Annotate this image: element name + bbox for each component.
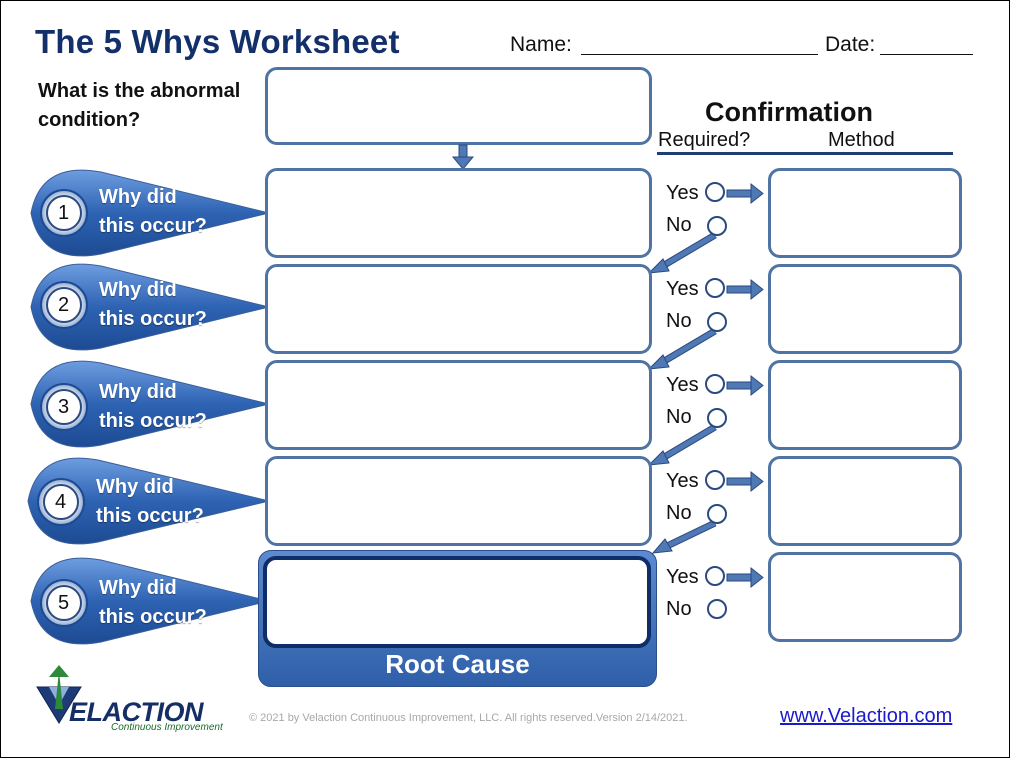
- why-tag-4: [27, 457, 270, 545]
- abnormal-condition-box[interactable]: [265, 67, 652, 145]
- no-radio-1[interactable]: [707, 216, 727, 236]
- method-box-4[interactable]: [768, 456, 962, 546]
- no-label-5: No: [666, 598, 692, 620]
- method-label: Method: [828, 129, 895, 151]
- root-cause-label: Root Cause: [385, 649, 530, 679]
- yes-arrow-icon-1: [726, 182, 764, 205]
- page-title: The 5 Whys Worksheet: [35, 23, 400, 60]
- why-tag-1: [30, 169, 270, 257]
- why-tag-2: [30, 263, 270, 351]
- why-answer-box-1[interactable]: [265, 168, 652, 258]
- no-label-4: No: [666, 502, 692, 524]
- yes-radio-1[interactable]: [705, 182, 725, 202]
- why-number-5: 5: [58, 592, 70, 614]
- number-ring-2: [40, 281, 88, 329]
- yes-arrow-icon-4: [726, 470, 764, 493]
- no-arrow-icon-1: [647, 231, 717, 274]
- yes-arrow-icon-5: [726, 566, 764, 589]
- yes-radio-5[interactable]: [705, 566, 725, 586]
- yes-label-5: Yes: [666, 566, 699, 588]
- why-number-2: 2: [58, 294, 70, 316]
- why-tag-3: [30, 360, 270, 448]
- velaction-logo-icon: [36, 665, 82, 724]
- number-ring-3: [40, 383, 88, 431]
- no-arrow-icon-2: [647, 327, 717, 370]
- method-box-3[interactable]: [768, 360, 962, 450]
- date-field[interactable]: [880, 53, 973, 55]
- why-number-4: 4: [55, 491, 67, 513]
- number-ring-5: [40, 579, 88, 627]
- copyright-notice: © 2021 by Velaction Continuous Improveme…: [249, 712, 688, 724]
- why-number-1: 1: [58, 202, 70, 224]
- why-tag-5: [30, 557, 270, 645]
- yes-label-2: Yes: [666, 278, 699, 300]
- name-label: Name:: [510, 33, 572, 56]
- number-ring-4: [37, 478, 85, 526]
- yes-arrow-icon-2: [726, 278, 764, 301]
- velaction-logo-tagline: Continuous Improvement: [111, 722, 223, 733]
- why-number-3: 3: [58, 396, 70, 418]
- no-arrow-icon-3: [647, 423, 717, 466]
- method-box-5[interactable]: [768, 552, 962, 642]
- yes-radio-2[interactable]: [705, 278, 725, 298]
- velaction-logo-text: ELACTION: [69, 697, 204, 727]
- yes-arrow-icon-3: [726, 374, 764, 397]
- number-ring-1: [40, 189, 88, 237]
- yes-radio-4[interactable]: [705, 470, 725, 490]
- no-arrow-icon-4: [651, 519, 717, 554]
- confirmation-title: Confirmation: [705, 97, 873, 127]
- required-label: Required?: [658, 129, 751, 151]
- no-label-3: No: [666, 406, 692, 428]
- no-label-1: No: [666, 214, 692, 236]
- no-radio-5[interactable]: [707, 599, 727, 619]
- method-box-1[interactable]: [768, 168, 962, 258]
- yes-radio-3[interactable]: [705, 374, 725, 394]
- no-radio-2[interactable]: [707, 312, 727, 332]
- why-answer-box-2[interactable]: [265, 264, 652, 354]
- velaction-website-link[interactable]: www.Velaction.com: [780, 705, 953, 727]
- no-label-2: No: [666, 310, 692, 332]
- why-answer-box-5[interactable]: [263, 556, 651, 648]
- down-arrow-icon: [451, 144, 475, 170]
- confirmation-underline: [657, 152, 953, 155]
- yes-label-3: Yes: [666, 374, 699, 396]
- why-answer-box-3[interactable]: [265, 360, 652, 450]
- abnormal-condition-question: What is the abnormal condition?: [38, 80, 241, 131]
- name-field[interactable]: [581, 53, 818, 55]
- method-box-2[interactable]: [768, 264, 962, 354]
- date-label: Date:: [825, 33, 876, 56]
- yes-label-1: Yes: [666, 182, 699, 204]
- why-answer-box-4[interactable]: [265, 456, 652, 546]
- yes-label-4: Yes: [666, 470, 699, 492]
- no-radio-4[interactable]: [707, 504, 727, 524]
- no-radio-3[interactable]: [707, 408, 727, 428]
